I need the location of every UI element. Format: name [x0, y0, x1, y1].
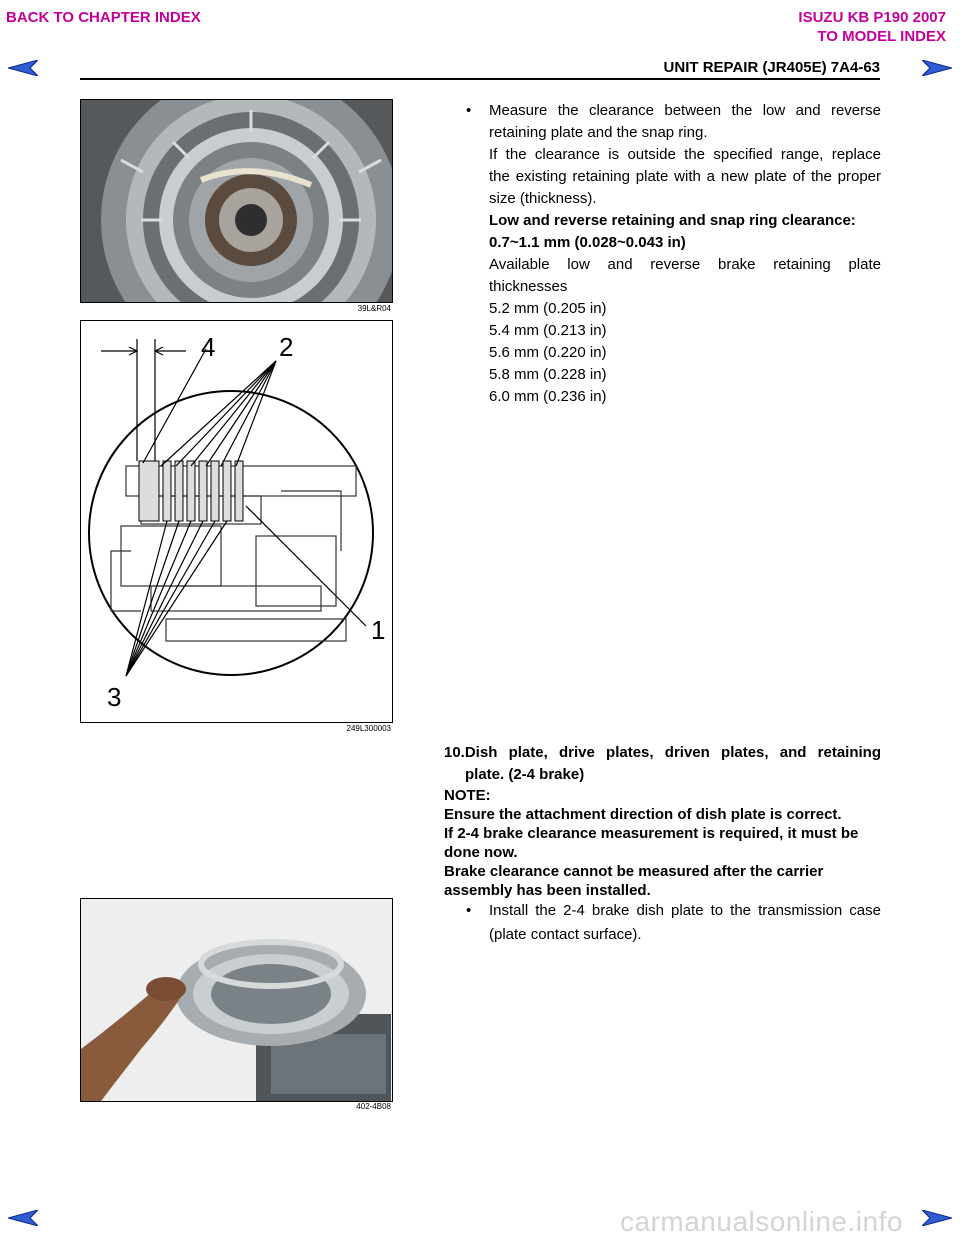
model-title: ISUZU KB P190 2007 [798, 9, 946, 26]
replace-para-line3: size (thickness). [489, 190, 597, 207]
previous-page-arrow-icon[interactable] [8, 60, 38, 76]
install-line2: (plate contact surface). [489, 926, 642, 943]
figure3-caption: 402-4B08 [356, 1102, 391, 1111]
figure-dish-plate-install-photo [80, 898, 393, 1102]
callout-2: 2 [279, 332, 293, 362]
replace-para-line1: If the clearance is outside the specifie… [489, 146, 881, 163]
install-line1: Install the 2-4 brake dish plate to the … [489, 902, 881, 919]
measure-para-line2: retaining plate and the snap ring. [489, 124, 708, 141]
clearance-diagram-drawing: 4 2 1 3 [88, 332, 385, 712]
bullet-marker: • [466, 102, 472, 119]
next-page-arrow-icon[interactable] [922, 60, 952, 76]
dish-plate-install-image [81, 899, 392, 1101]
callout-1: 1 [371, 615, 385, 645]
callout-4: 4 [201, 332, 215, 362]
figure-low-reverse-brake-photo [80, 99, 393, 303]
watermark-text: carmanualsonline.info [620, 1206, 903, 1237]
low-reverse-brake-image [81, 100, 392, 302]
previous-page-arrow-icon[interactable] [8, 1210, 38, 1226]
bullet-marker: • [466, 902, 472, 919]
figure1-caption: 39L&R04 [357, 304, 391, 313]
note-line: assembly has been installed. [444, 882, 651, 899]
figure-clearance-diagram: 4 2 1 3 [80, 320, 393, 723]
note-line: done now. [444, 844, 518, 861]
page-header-title: UNIT REPAIR (JR405E) 7A4-63 [663, 59, 880, 76]
back-to-chapter-index-link[interactable]: BACK TO CHAPTER INDEX [6, 9, 201, 26]
spec-value: 0.7~1.1 mm (0.028~0.043 in) [489, 234, 686, 251]
thickness-item: 5.6 mm (0.220 in) [489, 344, 607, 361]
note-line: Brake clearance cannot be measured after… [444, 863, 824, 880]
step-10-line1: 10.Dish plate, drive plates, driven plat… [444, 744, 881, 761]
note-line: If 2-4 brake clearance measurement is re… [444, 825, 859, 842]
figure2-caption: 249L300003 [346, 724, 392, 733]
note-line: Ensure the attachment direction of dish … [444, 806, 842, 823]
to-model-index-link[interactable]: TO MODEL INDEX [817, 28, 946, 45]
available-line2: thicknesses [489, 278, 568, 295]
available-line1: Available low and reverse brake retainin… [489, 256, 881, 273]
callout-3: 3 [107, 682, 121, 712]
thickness-item: 5.2 mm (0.205 in) [489, 300, 607, 317]
thickness-item: 5.4 mm (0.213 in) [489, 322, 607, 339]
note-label: NOTE: [444, 787, 491, 804]
spec-label: Low and reverse retaining and snap ring … [489, 212, 856, 229]
measure-para-line1: Measure the clearance between the low an… [489, 102, 881, 119]
header-rule [80, 78, 880, 80]
next-page-arrow-icon[interactable] [922, 1210, 952, 1226]
thickness-item: 6.0 mm (0.236 in) [489, 388, 607, 405]
thickness-item: 5.8 mm (0.228 in) [489, 366, 607, 383]
step-10-line2: plate. (2-4 brake) [465, 766, 585, 783]
replace-para-line2: the existing retaining plate with a new … [489, 168, 881, 185]
